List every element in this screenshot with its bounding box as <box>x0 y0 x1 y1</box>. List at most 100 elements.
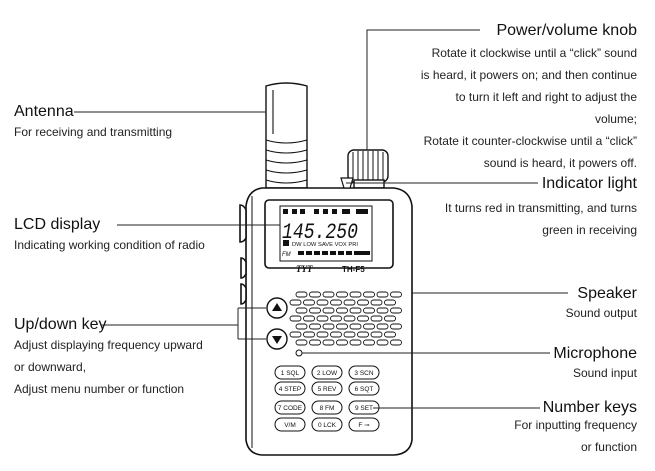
lcd-display-title: LCD display <box>14 216 101 233</box>
keypad-key: 1 SQL <box>274 365 306 380</box>
grill-slot <box>322 307 335 314</box>
grill-slot <box>349 307 362 314</box>
grill-slot <box>370 315 383 322</box>
grill-slot <box>295 291 308 298</box>
keypad-key-label: 4 STEP <box>279 386 301 393</box>
indicator-light-description: It turns red in transmitting, and turns … <box>445 197 637 241</box>
speaker-grill <box>289 291 402 346</box>
keypad-key-label: 7 CODE <box>278 405 303 412</box>
updown-desc-line: or downward, <box>14 360 87 374</box>
power-desc-line: to turn it left and right to adjust the <box>455 90 637 104</box>
grill-slot <box>357 299 369 306</box>
number-keypad: 1 SQL 2 LOW 3 SCN 4 STEP 5 REV 6 SQT 7 CODE 8 F… <box>274 365 380 432</box>
power-volume-knob <box>347 149 389 189</box>
keypad-key: V/M <box>274 417 306 432</box>
keypad-key: 7 CODE <box>274 400 306 415</box>
grill-slot <box>289 331 302 338</box>
lcd-indicators: DW LOW SAVE VOX PRI <box>292 242 358 248</box>
grill-slot <box>316 331 329 338</box>
keypad-key-label: 3 SCN <box>354 370 373 377</box>
keypad-key-label: 6 SQT <box>355 386 374 393</box>
updown-leader-line <box>102 307 266 340</box>
lcd-frequency: 145.250 <box>282 220 358 245</box>
grill-slot <box>376 307 389 314</box>
speaker-description: Sound output <box>565 306 637 320</box>
grill-slot <box>303 299 315 306</box>
grill-slot <box>376 291 389 298</box>
grill-slot <box>295 307 308 314</box>
keypad-key: F ⊸ <box>348 417 380 432</box>
grill-slot <box>330 315 342 322</box>
number-keys-description: For inputting frequency or function <box>514 414 637 458</box>
power-desc-line: Rotate it clockwise until a “click” soun… <box>431 46 637 60</box>
grill-slot <box>303 331 315 338</box>
indicator-desc-line: It turns red in transmitting, and turns <box>444 201 637 215</box>
keypad-key: 2 LOW <box>311 365 343 380</box>
microphone-description: Sound input <box>572 366 637 380</box>
grill-slot <box>309 291 321 298</box>
keypad-key-label: F ⊸ <box>358 422 370 429</box>
antenna-description: For receiving and transmitting <box>14 125 173 139</box>
grill-slot <box>343 315 356 322</box>
microphone-hole <box>295 349 303 357</box>
antenna <box>265 82 308 189</box>
grill-slot <box>316 315 329 322</box>
grill-slot <box>363 339 375 346</box>
keypad-key-label: 5 REV <box>318 386 337 393</box>
numberkeys-desc-line: or function <box>580 440 637 454</box>
power-leader-line <box>366 29 480 150</box>
grill-slot <box>384 315 396 322</box>
grill-slot <box>376 339 389 346</box>
grill-slot <box>370 331 383 338</box>
keypad-key: 8 FM <box>311 400 343 415</box>
grill-slot <box>390 291 402 298</box>
power-desc-line: Rotate it counter-clockwise until a “cli… <box>423 134 637 148</box>
grill-slot <box>322 291 335 298</box>
grill-slot <box>330 331 342 338</box>
power-desc-line: sound is heard, it powers off. <box>483 156 637 170</box>
speaker-title: Speaker <box>577 285 637 302</box>
grill-slot <box>295 339 308 346</box>
keypad-key-label: 9 SET <box>355 405 373 412</box>
antenna-title: Antenna <box>14 103 74 120</box>
indicator-light-title: Indicator light <box>541 175 637 192</box>
grill-slot <box>309 323 321 330</box>
lcd-fm: FM <box>282 252 291 258</box>
grill-slot <box>303 315 315 322</box>
keypad-key-label: 1 SQL <box>281 370 300 377</box>
grill-slot <box>384 331 396 338</box>
grill-slot <box>336 339 348 346</box>
model-label: TH-F5 <box>342 265 365 274</box>
grill-slot <box>390 323 402 330</box>
grill-slot <box>316 299 329 306</box>
grill-slot <box>336 307 348 314</box>
grill-slot <box>376 323 389 330</box>
grill-slot <box>349 291 362 298</box>
indicator-desc-line: green in receiving <box>542 223 637 237</box>
updown-key-title: Up/down key <box>14 316 107 333</box>
grill-slot <box>370 299 383 306</box>
grill-slot <box>357 331 369 338</box>
updown-key-description: Adjust displaying frequency upward or do… <box>14 334 203 400</box>
updown-desc-line: Adjust menu number or function <box>14 382 185 396</box>
power-knob-description: Rotate it clockwise until a “click” soun… <box>421 42 637 174</box>
grill-slot <box>390 339 402 346</box>
grill-slot <box>309 339 321 346</box>
grill-slot <box>322 339 335 346</box>
grill-slot <box>384 299 396 306</box>
grill-slot <box>343 299 356 306</box>
grill-slot <box>295 323 308 330</box>
keypad-key-label: 8 FM <box>320 405 335 412</box>
grill-slot <box>363 307 375 314</box>
down-key <box>266 328 288 350</box>
number-keys-title: Number keys <box>542 399 637 416</box>
keypad-key-label: V/M <box>284 422 296 429</box>
grill-slot <box>349 323 362 330</box>
grill-slot <box>349 339 362 346</box>
keypad-key-label: 2 LOW <box>317 370 338 377</box>
power-desc-line: is heard, it powers on; and then continu… <box>420 68 637 82</box>
grill-slot <box>336 323 348 330</box>
grill-slot <box>322 323 335 330</box>
keypad-key: 3 SCN <box>348 365 380 380</box>
